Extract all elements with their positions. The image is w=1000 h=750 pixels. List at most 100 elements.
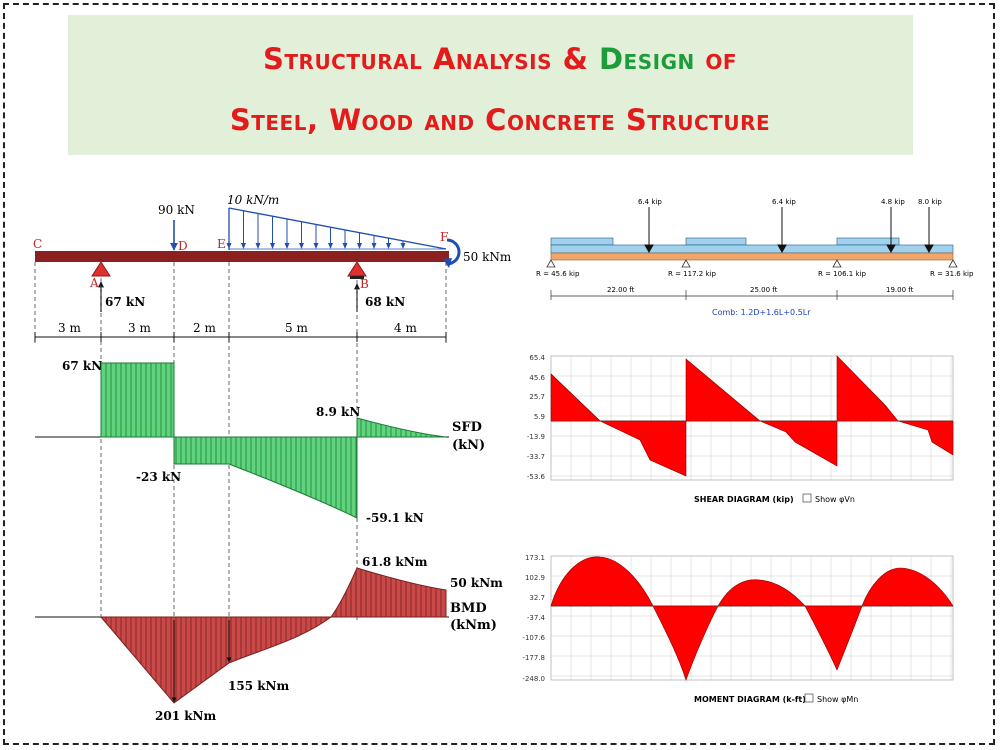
model-span-3: 19.00 ft xyxy=(886,286,914,294)
bmd-unit: (kNm) xyxy=(450,618,497,633)
bmd-value-61-8: 61.8 kNm xyxy=(362,555,428,569)
bmd-value-50: 50 kNm xyxy=(450,576,503,590)
point-label-e: E xyxy=(217,237,226,251)
sfd-region-1 xyxy=(100,362,175,438)
point-label-c: C xyxy=(33,237,42,251)
distributed-load-arrows xyxy=(226,208,406,249)
point-load-label: 90 kN xyxy=(158,203,195,217)
shear-diagram-title: SHEAR DIAGRAM (kip) xyxy=(694,495,794,504)
sfd-value-neg59: -59.1 kN xyxy=(366,511,424,525)
udl-arrowhead xyxy=(400,243,406,249)
span-label-5: 4 m xyxy=(394,321,417,335)
moment-tick-7: -248.0 xyxy=(522,675,545,683)
moment-tick-2: 102.9 xyxy=(525,574,545,582)
title-part-2: of xyxy=(694,42,737,76)
sfd-unit: (kN) xyxy=(452,438,485,453)
dimension-ticks xyxy=(34,332,447,342)
moment-load-label: 50 kNm xyxy=(463,250,512,264)
model-dimension-ticks xyxy=(550,290,954,300)
show-phi-mn-checkbox[interactable] xyxy=(804,693,814,703)
udl-arrowhead xyxy=(328,243,333,249)
model-reaction-1: R = 45.6 kip xyxy=(536,270,580,278)
model-reaction-3: R = 106.1 kip xyxy=(818,270,866,278)
moment-fill xyxy=(550,556,954,681)
moment-tick-1: 173.1 xyxy=(525,554,545,562)
show-phi-vn-checkbox[interactable] xyxy=(802,493,812,503)
udl-arrowhead xyxy=(241,243,246,249)
model-load-label-4: 8.0 kip xyxy=(918,198,942,206)
model-load-label-1: 6.4 kip xyxy=(638,198,662,206)
sfd-value-neg23: -23 kN xyxy=(136,470,181,484)
moment-tick-3: 32.7 xyxy=(529,594,545,602)
title-green-word: Design xyxy=(598,42,695,76)
support-b-base xyxy=(350,276,364,279)
sfd-region-2 xyxy=(173,436,358,519)
moment-tick-6: -177.8 xyxy=(522,654,545,662)
shear-tick-7: -53.6 xyxy=(527,473,546,481)
udl-arrowhead xyxy=(270,243,275,249)
title-line-2: Steel, Wood and Concrete Structure xyxy=(229,103,771,137)
span-label-2: 3 m xyxy=(128,321,151,335)
model-span-2: 25.00 ft xyxy=(750,286,778,294)
udl-arrowhead xyxy=(255,243,261,249)
model-point-loads xyxy=(644,207,934,254)
sfd-label: SFD xyxy=(452,420,482,435)
model-span-1: 22.00 ft xyxy=(607,286,635,294)
udl-arrowhead xyxy=(371,243,377,249)
point-label-f: F xyxy=(440,230,448,244)
title-part-1: Structural Analysis & xyxy=(263,42,599,76)
shear-y-axis: 65.4 45.6 25.7 5.9 -13.9 -33.7 -53.6 xyxy=(527,354,546,481)
bmd-region-positive xyxy=(330,567,447,618)
shear-tick-4: 5.9 xyxy=(534,413,545,421)
shear-fill xyxy=(550,355,954,477)
reaction-a-label: 67 kN xyxy=(105,295,145,309)
beam xyxy=(35,251,449,262)
moment-load-arrowhead xyxy=(443,258,452,268)
span-label-3: 2 m xyxy=(193,321,216,335)
point-label-b: B xyxy=(360,277,369,291)
moment-tick-4: -37.4 xyxy=(527,614,546,622)
show-phi-mn-label: Show φMn xyxy=(817,695,858,704)
model-reaction-4: R = 31.6 kip xyxy=(930,270,974,278)
udl-arrowhead xyxy=(342,243,348,249)
moment-diagram-title: MOMENT DIAGRAM (k-ft) xyxy=(694,695,806,704)
bmd-region-negative xyxy=(99,616,333,704)
bmd-value-155: 155 kNm xyxy=(228,679,290,693)
moment-y-axis: 173.1 102.9 32.7 -37.4 -107.6 -177.8 -24… xyxy=(522,554,545,683)
model-load-label-3: 4.8 kip xyxy=(881,198,905,206)
sfd-region-3 xyxy=(356,417,447,438)
bmd-value-201: 201 kNm xyxy=(155,709,217,723)
model-reaction-2: R = 117.2 kip xyxy=(668,270,716,278)
point-label-d: D xyxy=(178,239,188,253)
moment-load-arc xyxy=(446,238,461,266)
moment-tick-5: -107.6 xyxy=(522,634,545,642)
distributed-load-label: 10 kN/m xyxy=(227,193,279,207)
load-combination-label: Comb: 1.2D+1.6L+0.5Lr xyxy=(712,308,811,317)
udl-arrowhead xyxy=(299,243,304,249)
udl-arrowhead xyxy=(284,243,290,249)
beam-member xyxy=(550,252,954,261)
shear-tick-6: -33.7 xyxy=(527,453,545,461)
support-a xyxy=(91,261,111,277)
sfd-value-8-9: 8.9 kN xyxy=(316,405,360,419)
span-label-1: 3 m xyxy=(58,321,81,335)
point-label-a: A xyxy=(89,276,99,290)
model-load-label-2: 6.4 kip xyxy=(772,198,796,206)
sfd-value-67: 67 kN xyxy=(62,359,102,373)
title-line-1: Structural Analysis & Design of xyxy=(0,42,1000,76)
udl-arrowhead xyxy=(313,243,319,249)
shear-tick-2: 45.6 xyxy=(529,374,545,382)
shear-tick-1: 65.4 xyxy=(529,354,545,362)
udl-arrowhead xyxy=(357,243,362,249)
show-phi-vn-label: Show φVn xyxy=(815,495,855,504)
udl-arrowhead xyxy=(226,243,232,249)
bmd-label: BMD xyxy=(450,601,487,616)
reaction-b-label: 68 kN xyxy=(365,295,405,309)
udl-arrowhead xyxy=(386,243,391,249)
shear-tick-5: -13.9 xyxy=(527,433,545,441)
span-label-4: 5 m xyxy=(285,321,308,335)
